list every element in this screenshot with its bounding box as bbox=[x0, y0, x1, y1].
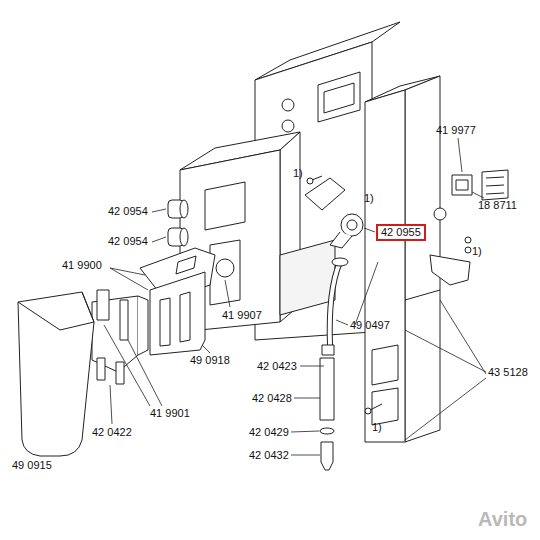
callout-number: 49 0915 bbox=[12, 459, 52, 472]
callout-number: 18 8711 bbox=[478, 199, 517, 212]
callout-number: 49 0918 bbox=[190, 354, 230, 367]
screw bbox=[307, 176, 471, 414]
callout-number: 1) bbox=[472, 245, 482, 258]
valve-block bbox=[92, 290, 148, 384]
callout-number: 49 0497 bbox=[350, 319, 390, 332]
callout-number: 42 0954 bbox=[108, 235, 148, 248]
housing-column bbox=[365, 76, 440, 442]
knob bbox=[168, 200, 188, 246]
highlight-box: 42 0955 bbox=[376, 224, 426, 241]
drip-tray bbox=[18, 292, 94, 456]
callout-number: 41 9901 bbox=[150, 407, 190, 420]
callout-number: 43 5128 bbox=[488, 366, 528, 379]
leader-line bbox=[36, 138, 486, 456]
callout-number: 41 9907 bbox=[222, 309, 262, 322]
callout-number: 42 0422 bbox=[92, 426, 132, 439]
callout-number: 42 0955 bbox=[381, 226, 421, 239]
steam-tube bbox=[320, 258, 348, 470]
callout-number: 42 0432 bbox=[249, 449, 289, 462]
callout-number: 42 0954 bbox=[108, 205, 148, 218]
callout-number: 41 9900 bbox=[62, 259, 102, 272]
watermark: Avito bbox=[478, 508, 527, 530]
switch-parts bbox=[430, 170, 508, 285]
callout-number: 42 0428 bbox=[252, 392, 292, 405]
drip-plate bbox=[140, 248, 215, 355]
callout-number: 42 0423 bbox=[257, 360, 297, 373]
callout-number: 42 0429 bbox=[249, 426, 289, 439]
callout-number: 1) bbox=[364, 192, 374, 205]
callout-number: 41 9977 bbox=[436, 124, 476, 137]
valve bbox=[305, 178, 363, 248]
duct bbox=[280, 240, 335, 315]
drip-tray-edge bbox=[18, 292, 94, 330]
callout-number: 1) bbox=[293, 167, 303, 180]
callout-number: 1) bbox=[372, 421, 382, 434]
